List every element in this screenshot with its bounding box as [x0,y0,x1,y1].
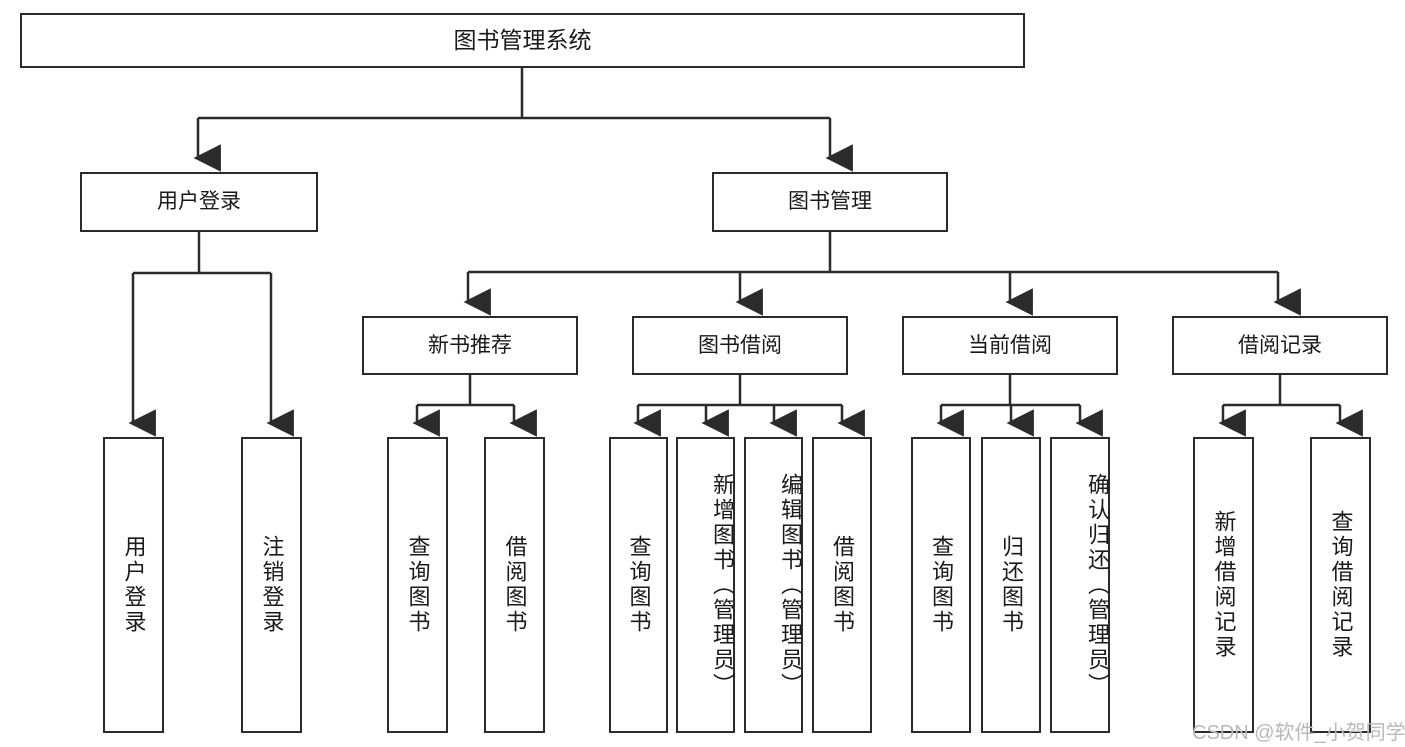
node-label: 新增图书（管理员） [710,472,735,698]
node-borrow-book-1[interactable]: 借阅图书 [484,437,545,733]
node-user-login-leaf[interactable]: 用户登录 [103,437,164,733]
node-label: 借阅图书 [830,535,855,635]
node-label: 注销登录 [259,535,285,635]
node-label: 图书借阅 [698,333,782,357]
csdn-watermark: CSDN @软件_小贺同学 [1192,722,1405,744]
node-confirm-return-admin[interactable]: 确认归还（管理员） [1050,437,1110,733]
node-book-management[interactable]: 图书管理 [712,172,948,232]
node-label: 查询图书 [405,535,431,635]
node-query-book-1[interactable]: 查询图书 [387,437,448,733]
node-add-book-admin[interactable]: 新增图书（管理员） [676,437,735,733]
node-label: 归还图书 [999,535,1024,635]
node-label: 查询图书 [929,535,954,635]
node-query-book-3[interactable]: 查询图书 [911,437,971,733]
node-label: 图书管理 [788,190,872,214]
node-query-borrow-record[interactable]: 查询借阅记录 [1310,437,1371,733]
node-borrow-record[interactable]: 借阅记录 [1172,316,1388,375]
node-label: 当前借阅 [968,333,1052,357]
node-user-login[interactable]: 用户登录 [80,172,318,232]
node-current-borrow[interactable]: 当前借阅 [902,316,1118,375]
node-query-book-2[interactable]: 查询图书 [609,437,668,733]
node-label: 确认归还（管理员） [1085,472,1110,698]
node-book-borrow[interactable]: 图书借阅 [632,316,848,375]
node-label: 编辑图书（管理员） [778,472,803,698]
node-label: 借阅记录 [1238,333,1322,357]
node-return-book[interactable]: 归还图书 [981,437,1041,733]
node-borrow-book-2[interactable]: 借阅图书 [812,437,872,733]
node-add-borrow-record[interactable]: 新增借阅记录 [1193,437,1254,733]
node-new-book-recommend[interactable]: 新书推荐 [362,316,578,375]
node-edit-book-admin[interactable]: 编辑图书（管理员） [744,437,803,733]
node-label: 新书推荐 [428,333,512,357]
node-system-root[interactable]: 图书管理系统 [20,13,1025,68]
node-label: 查询借阅记录 [1328,510,1354,660]
node-label: 借阅图书 [502,535,528,635]
node-label: 用户登录 [121,535,147,635]
node-label: 图书管理系统 [453,26,592,53]
node-logout-leaf[interactable]: 注销登录 [241,437,302,733]
node-label: 用户登录 [157,190,241,214]
node-label: 查询图书 [626,535,652,635]
node-label: 新增借阅记录 [1211,510,1237,660]
